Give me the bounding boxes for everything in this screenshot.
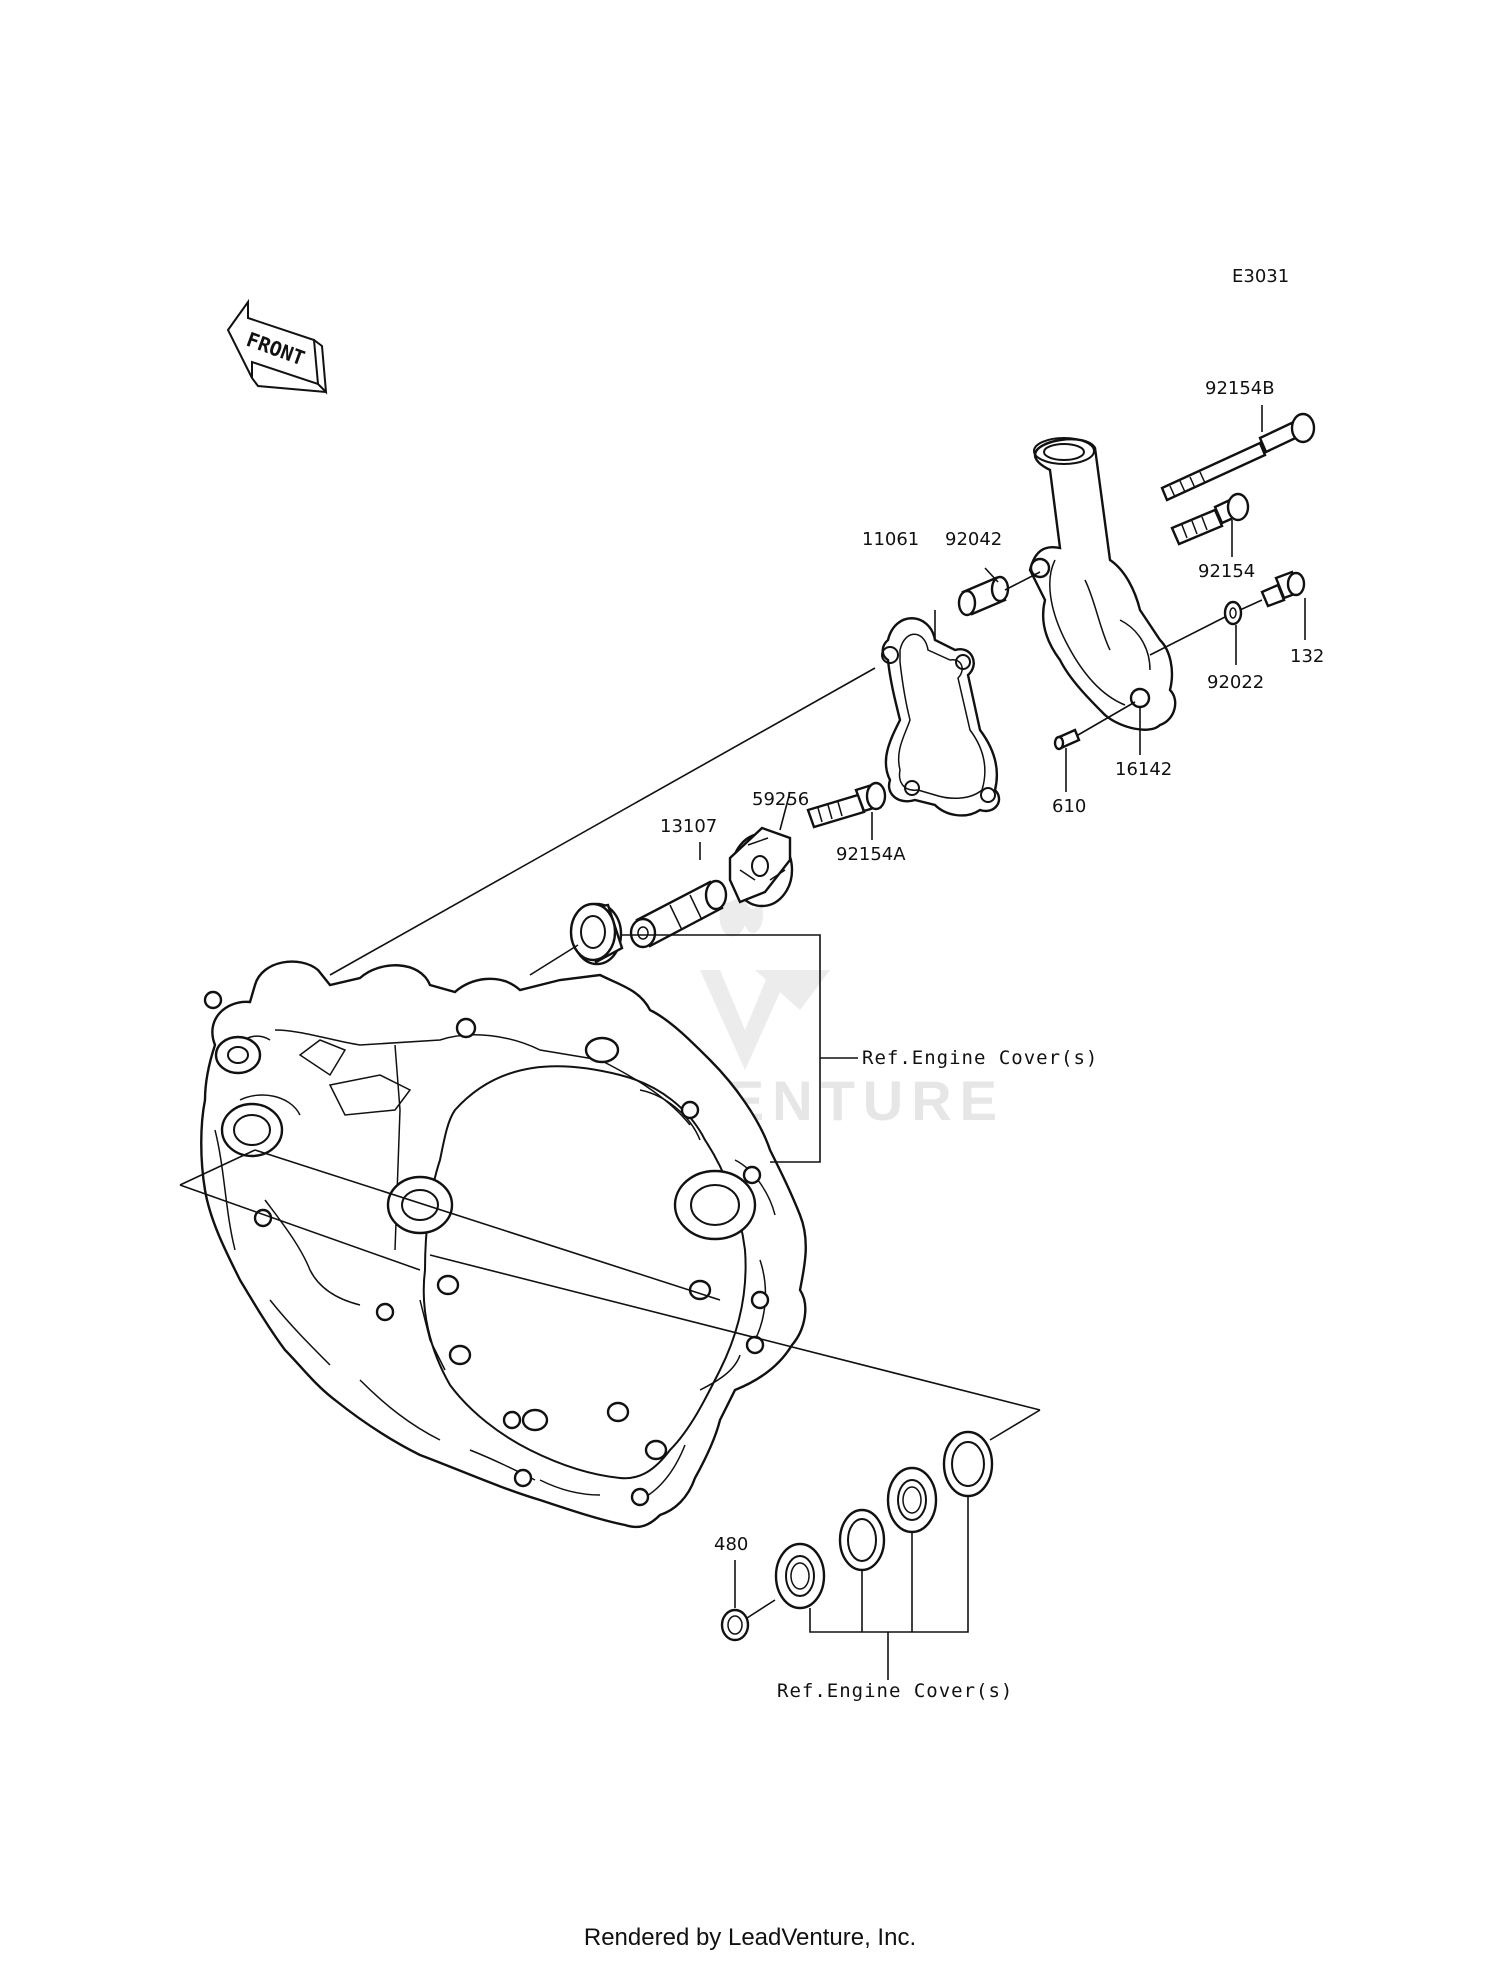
label-480: 480 [714, 1534, 748, 1555]
label-92154a: 92154A [836, 844, 906, 865]
bolt-92154b [1160, 412, 1316, 502]
shaft-13107 [629, 879, 728, 949]
impeller-59256 [728, 826, 794, 908]
front-label: FRONT [243, 327, 308, 370]
label-59256: 59256 [752, 789, 809, 810]
label-11061: 11061 [862, 529, 919, 550]
pump-cover [1028, 437, 1177, 731]
label-92042: 92042 [945, 529, 1002, 550]
lower-seal-set [720, 1430, 994, 1642]
spacer-ring [838, 1508, 886, 1572]
oil-seal-lower [942, 1430, 994, 1498]
bolt-92154 [1170, 492, 1250, 546]
label-13107: 13107 [660, 816, 717, 837]
label-92022: 92022 [1207, 672, 1264, 693]
bolt-92154a [806, 781, 887, 829]
upper-oil-seal [569, 902, 624, 966]
label-16142: 16142 [1115, 759, 1172, 780]
label-132: 132 [1290, 646, 1324, 667]
bearing-1 [774, 1542, 826, 1610]
footer-credit: Rendered by LeadVenture, Inc. [584, 1924, 916, 1951]
circlip-480 [720, 1608, 750, 1642]
label-610: 610 [1052, 796, 1086, 817]
ref-engine-cover-lower[interactable]: Ref.Engine Cover(s) [777, 1680, 1013, 1702]
bearing-2 [886, 1466, 938, 1534]
engine-cover [200, 960, 807, 1529]
front-arrow-icon: FRONT [226, 298, 328, 395]
pin-610 [1053, 728, 1081, 751]
leader-lines [179, 405, 1306, 1680]
label-92154: 92154 [1198, 561, 1255, 582]
label-92154b: 92154B [1205, 378, 1275, 399]
bolt-132 [1260, 570, 1306, 608]
ref-engine-cover-upper[interactable]: Ref.Engine Cover(s) [862, 1047, 1098, 1069]
diagram-code: E3031 [1232, 266, 1289, 287]
washer-92022 [1223, 600, 1243, 626]
gasket-11061 [881, 617, 1001, 817]
collar-92042 [957, 575, 1010, 617]
